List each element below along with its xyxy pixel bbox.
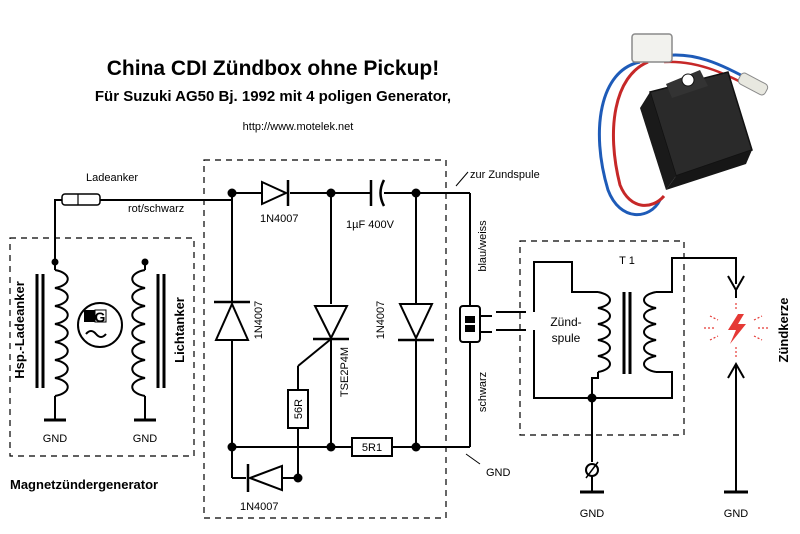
label-lichtanker: Lichtanker — [172, 297, 187, 363]
generator-symbol: G — [95, 309, 106, 325]
label-zund: Zünd- — [550, 315, 581, 329]
label-resistor-gate: 56R — [293, 399, 305, 419]
lichtanker-coil — [131, 269, 166, 397]
cdi-box — [203, 159, 447, 519]
label-magnetzuendergenerator: Magnetzündergenerator — [10, 477, 158, 492]
label-rot-schwarz: rot/schwarz — [128, 203, 184, 215]
cdi-module-photo — [580, 20, 785, 230]
connector-icon — [631, 33, 673, 63]
label-hsp-ladeanker: Hsp.-Ladeanker — [12, 281, 27, 379]
label-gnd-plug: GND — [724, 508, 749, 520]
label-blau-weiss: blau/weiss — [477, 220, 489, 272]
label-capacitor: 1µF 400V — [346, 219, 395, 231]
diode-top — [261, 180, 290, 206]
label-zur-zundspule: zur Zundspule — [470, 169, 540, 181]
label-thyristor: TSE2P4M — [339, 347, 351, 397]
diode-left — [214, 300, 250, 341]
label-d-top: 1N4007 — [260, 213, 299, 225]
primary-coil — [597, 291, 611, 373]
diagram-title: China CDI Zündbox ohne Pickup! — [107, 57, 440, 80]
generator-icon — [77, 302, 123, 348]
diagram-subtitle: Für Suzuki AG50 Bj. 1992 mit 4 poligen G… — [95, 88, 451, 105]
blade-terminal — [737, 72, 769, 96]
output-connector — [459, 305, 481, 343]
spark-icon — [704, 303, 768, 357]
label-d-right: 1N4007 — [375, 301, 387, 340]
source-url: http://www.motelek.net — [243, 121, 354, 133]
label-t1: T 1 — [619, 255, 635, 267]
label-gnd-left: GND — [43, 433, 68, 445]
label-d-left: 1N4007 — [253, 301, 265, 340]
label-output-gnd: GND — [486, 467, 511, 479]
red-wire — [611, 60, 666, 207]
label-spule: spule — [552, 331, 581, 345]
diode-right — [398, 303, 434, 342]
hsp-ladeanker-coil — [35, 269, 69, 397]
secondary-coil — [643, 291, 657, 373]
label-gnd-right: GND — [133, 433, 158, 445]
label-schwarz: schwarz — [477, 372, 489, 412]
capacitor — [369, 179, 386, 207]
mount-hole — [681, 73, 695, 87]
label-d-bottom: 1N4007 — [240, 501, 279, 513]
generator-box — [9, 237, 195, 457]
spark-plug — [724, 275, 748, 494]
label-gnd-coil: GND — [580, 508, 605, 520]
label-ladeanker: Ladeanker — [86, 172, 138, 184]
ignition-coil-box — [519, 240, 685, 436]
label-resistor-bottom: 5R1 — [362, 442, 382, 454]
label-zuendkerze: Zündkerze — [776, 297, 791, 362]
diode-bottom — [246, 464, 283, 492]
ladeanker-connector — [61, 193, 101, 206]
blue-wire — [597, 60, 662, 216]
